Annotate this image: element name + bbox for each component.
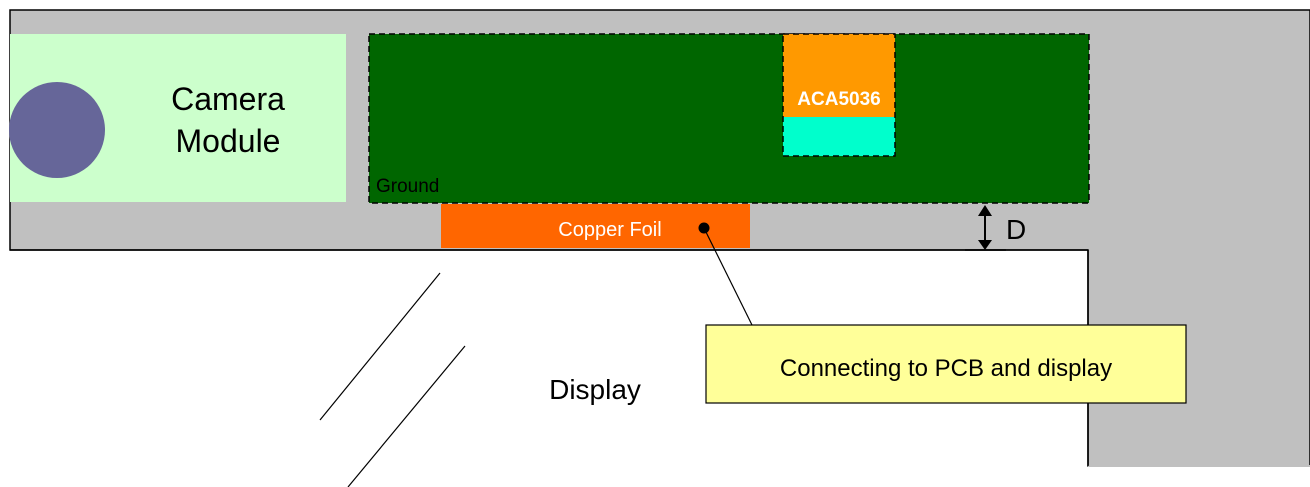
distance-label: D <box>1006 214 1026 245</box>
chip-outline <box>782 33 896 157</box>
break-mark-1 <box>319 272 441 421</box>
copper-foil-label: Copper Foil <box>558 219 661 241</box>
chip-label: ACA5036 <box>797 89 880 110</box>
chip-top <box>783 34 895 117</box>
camera-module-label-line1: Camera <box>171 81 285 117</box>
chip-bottom <box>783 117 895 156</box>
ground-label: Ground <box>376 176 439 197</box>
camera-module-label-line2: Module <box>176 123 281 159</box>
display-label: Display <box>549 374 641 405</box>
callout-text: Connecting to PCB and display <box>780 355 1112 382</box>
distance-arrow-head-top <box>978 205 992 216</box>
copper-foil <box>441 204 750 248</box>
break-mark-2 <box>347 345 466 487</box>
distance-arrow-head-bottom <box>978 240 992 250</box>
callout-box <box>705 324 1187 404</box>
camera-lens <box>9 82 105 178</box>
callout-leader <box>703 227 753 326</box>
ground-plane <box>368 33 1090 204</box>
